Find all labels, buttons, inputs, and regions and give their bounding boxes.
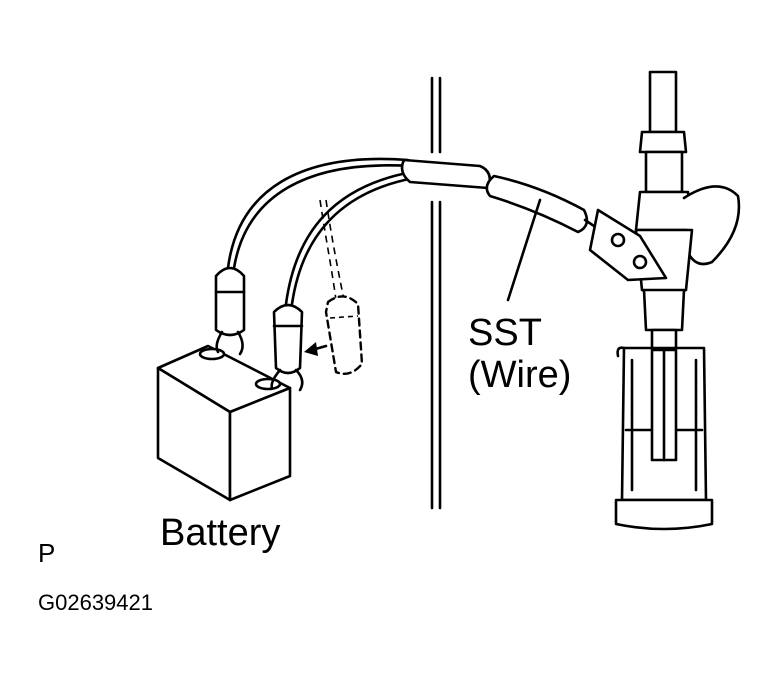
battery-label: Battery — [160, 512, 281, 554]
clip-disconnected-dashed — [324, 295, 364, 375]
sst-label-line1: SST — [468, 312, 542, 354]
battery — [156, 344, 292, 502]
sst-wire-label: SST (Wire) — [468, 312, 571, 396]
sst-label-line2: (Wire) — [468, 354, 572, 396]
divider-wall — [430, 76, 442, 510]
clip-positive — [214, 266, 246, 356]
injector-assembly — [588, 70, 741, 352]
clip-negative — [270, 303, 304, 392]
figure-id-label: G02639421 — [38, 590, 153, 615]
measuring-cylinder — [614, 346, 714, 531]
sst-wire — [400, 158, 602, 302]
view-letter-label: P — [38, 538, 56, 568]
test-wires — [226, 157, 416, 306]
move-arrow-icon — [304, 342, 328, 356]
